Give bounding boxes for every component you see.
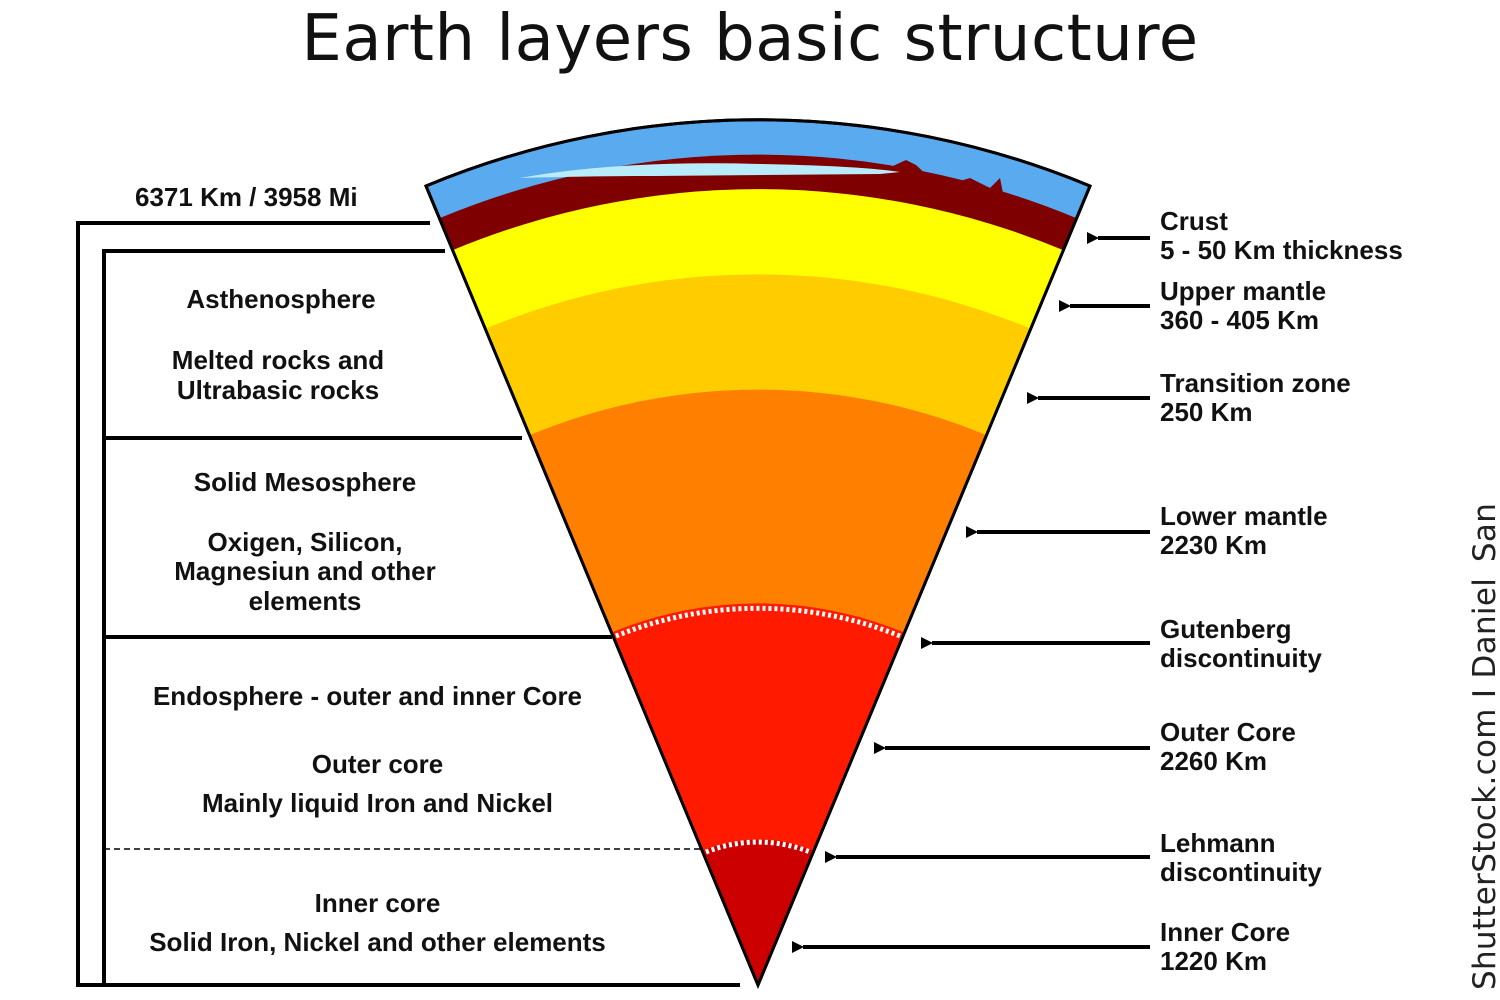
lower-mantle-label-value: 2230 Km xyxy=(1160,530,1267,560)
crust-label-name: Crust xyxy=(1160,206,1228,236)
transition-zone-label-name: Transition zone xyxy=(1160,368,1351,398)
gutenberg-label-value: discontinuity xyxy=(1160,643,1322,673)
upper-mantle-label: Upper mantle 360 - 405 Km xyxy=(1160,277,1326,335)
lehmann-label-value: discontinuity xyxy=(1160,857,1322,887)
upper-mantle-label-value: 360 - 405 Km xyxy=(1160,305,1319,335)
mesosphere-heading: Solid Mesosphere xyxy=(193,467,417,497)
inner-core-label-name: Inner Core xyxy=(1160,917,1291,947)
lower-mantle-label-name: Lower mantle xyxy=(1160,501,1328,531)
mesosphere-line2: Magnesiun and other xyxy=(174,556,436,586)
outer-core-layer xyxy=(613,603,903,985)
transition-zone-label-value: 250 Km xyxy=(1160,397,1253,427)
inner-core-layer xyxy=(704,839,812,985)
inner-core-label-value: 1220 Km xyxy=(1160,946,1267,976)
inner-core-description: Solid Iron, Nickel and other elements xyxy=(149,927,606,957)
outer-core-label: Outer Core 2260 Km xyxy=(1160,718,1296,776)
inner-core-label: Inner Core 1220 Km xyxy=(1160,918,1290,976)
crust-label: Crust 5 - 50 Km thickness xyxy=(1160,207,1403,265)
lehmann-label-name: Lehmann xyxy=(1160,828,1276,858)
outer-core-heading: Outer core xyxy=(311,749,444,779)
upper-mantle-label-name: Upper mantle xyxy=(1160,276,1327,306)
gutenberg-label: Gutenberg discontinuity xyxy=(1160,615,1322,673)
asthenosphere-line2: Ultrabasic rocks xyxy=(176,375,380,405)
endosphere-heading: Endosphere - outer and inner Core xyxy=(152,681,583,711)
wedge-outline xyxy=(424,118,1092,989)
mesosphere-line3: elements xyxy=(248,586,362,616)
outer-core-description: Mainly liquid Iron and Nickel xyxy=(201,788,554,818)
radius-bracket xyxy=(76,221,740,987)
outer-core-label-value: 2260 Km xyxy=(1160,746,1267,776)
asthenosphere-line1: Melted rocks and xyxy=(171,345,385,375)
asthenosphere-heading: Asthenosphere xyxy=(186,284,376,314)
lower-mantle-label: Lower mantle 2230 Km xyxy=(1160,502,1328,560)
page-title: Earth layers basic structure xyxy=(301,2,1199,76)
outer-core-label-name: Outer Core xyxy=(1160,717,1296,747)
inner-bracket xyxy=(102,249,445,985)
gutenberg-discontinuity-line xyxy=(615,605,901,639)
radius-label: 6371 Km / 3958 Mi xyxy=(135,182,358,212)
transition-zone-label: Transition zone 250 Km xyxy=(1160,369,1351,427)
gutenberg-label-name: Gutenberg xyxy=(1160,614,1292,644)
ocean-light-patch xyxy=(520,163,900,178)
crust-label-value: 5 - 50 Km thickness xyxy=(1160,235,1403,265)
lehmann-label: Lehmann discontinuity xyxy=(1160,829,1322,887)
inner-core-heading: Inner core xyxy=(314,888,441,918)
watermark-text: ShutterStock.com I Daniel_San xyxy=(1467,502,1500,990)
mesosphere-line1: Oxigen, Silicon, xyxy=(207,527,403,557)
